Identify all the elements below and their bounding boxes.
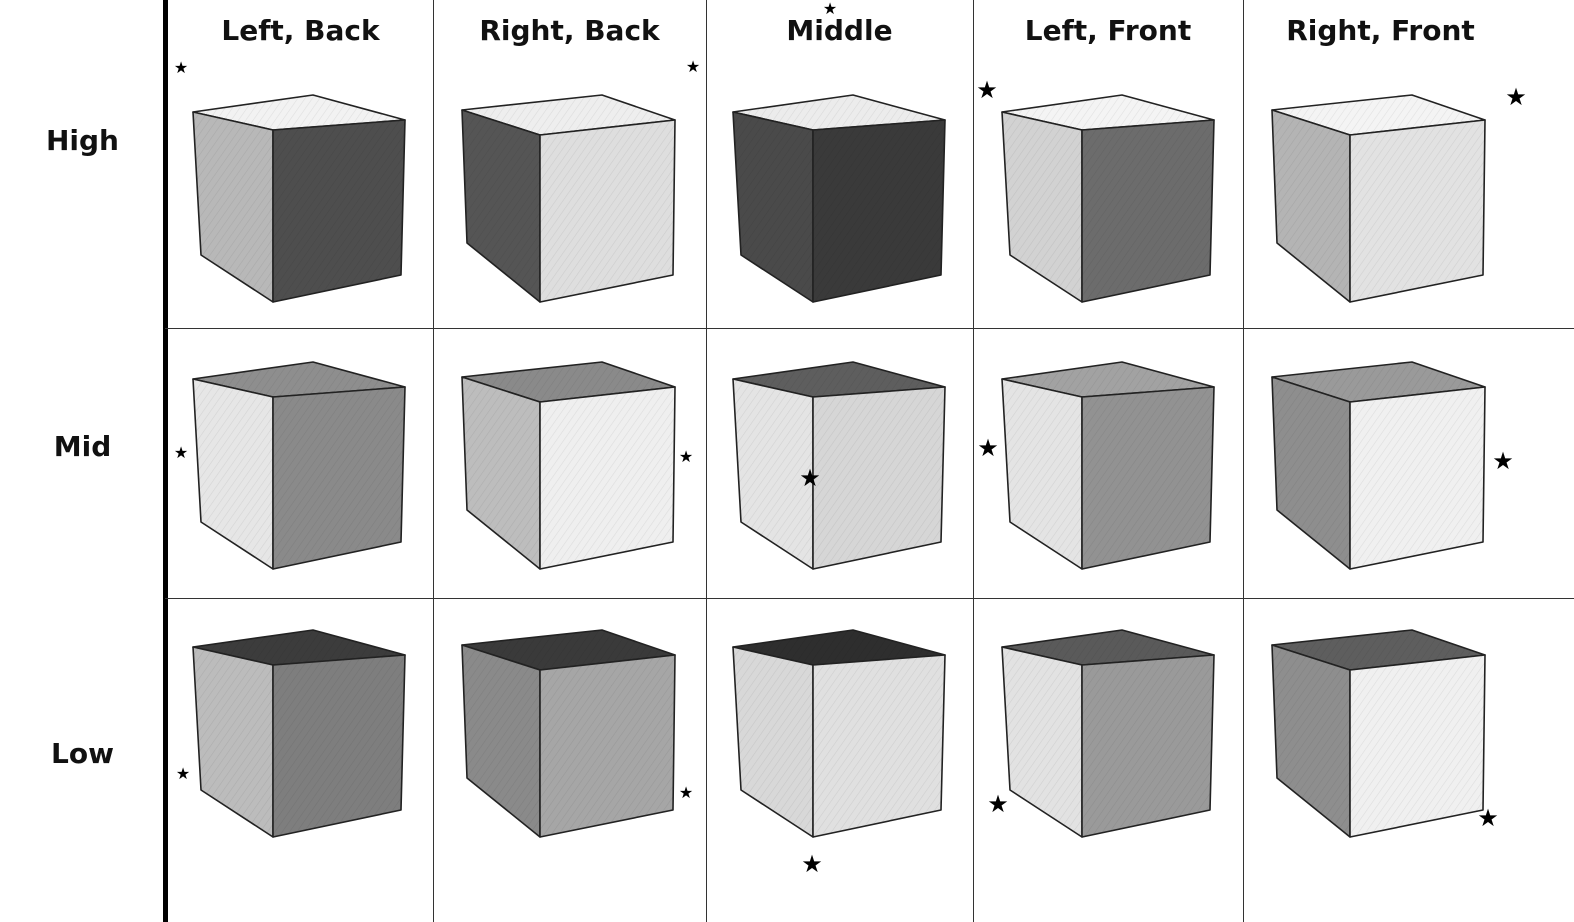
cube-face-hatching — [813, 120, 945, 302]
column-header-left-back: Left, Back — [221, 14, 380, 47]
row-header-high: High — [45, 124, 119, 157]
cube-mid-right-back — [461, 361, 676, 570]
cube-face-hatching — [1002, 647, 1082, 837]
cube-face-hatching — [1350, 120, 1485, 302]
cube-face-hatching — [1002, 95, 1214, 130]
cube-low-left-back — [192, 629, 406, 838]
cube-face-hatching — [273, 655, 405, 837]
star-icon: ★ — [686, 57, 700, 76]
star-icon: ★ — [174, 443, 188, 462]
cube-face-hatching — [193, 112, 273, 302]
cube-face-hatching — [540, 120, 675, 302]
cube-face-hatching — [273, 120, 405, 302]
cube-face-hatching — [1350, 655, 1485, 837]
column-divider — [973, 0, 974, 922]
row-divider — [165, 328, 1574, 329]
cube-low-left-front — [1001, 629, 1215, 838]
cube-face-hatching — [733, 112, 813, 302]
cube-high-right-back — [461, 94, 676, 303]
star-icon: ★ — [679, 447, 693, 466]
star-icon: ★ — [176, 764, 190, 783]
star-icon: ★ — [799, 464, 821, 492]
cube-high-middle — [732, 94, 946, 303]
cube-face-hatching — [733, 362, 945, 397]
cube-face-hatching — [462, 645, 540, 837]
cube-face-hatching — [1002, 112, 1082, 302]
row-divider — [165, 598, 1574, 599]
cube-face-hatching — [462, 110, 540, 302]
row-header-mid: Mid — [53, 430, 112, 463]
star-icon: ★ — [801, 850, 823, 878]
cube-face-hatching — [462, 362, 675, 402]
column-divider — [433, 0, 434, 922]
cube-face-hatching — [1272, 630, 1485, 670]
cube-face-hatching — [1002, 362, 1214, 397]
cube-low-right-back — [461, 629, 676, 838]
cube-face-hatching — [1350, 387, 1485, 569]
cube-mid-left-front — [1001, 361, 1215, 570]
cube-face-hatching — [1272, 377, 1350, 569]
star-icon: ★ — [823, 0, 837, 18]
cube-low-right-front — [1271, 629, 1486, 838]
star-icon: ★ — [976, 76, 998, 104]
column-divider — [706, 0, 707, 922]
cube-high-left-front — [1001, 94, 1215, 303]
cube-face-hatching — [813, 387, 945, 569]
cube-face-hatching — [1272, 110, 1350, 302]
column-header-right-back: Right, Back — [479, 14, 660, 47]
star-icon: ★ — [987, 790, 1009, 818]
cube-face-hatching — [540, 387, 675, 569]
cube-face-hatching — [1002, 630, 1214, 665]
star-icon: ★ — [1505, 83, 1527, 111]
cube-face-hatching — [813, 655, 945, 837]
cube-face-hatching — [193, 379, 273, 569]
star-icon: ★ — [679, 783, 693, 802]
cube-face-hatching — [1082, 120, 1214, 302]
cube-mid-middle — [732, 361, 946, 570]
column-divider — [1243, 0, 1244, 922]
cube-face-hatching — [733, 95, 945, 130]
cube-face-hatching — [1002, 379, 1082, 569]
cube-face-hatching — [1272, 95, 1485, 135]
cube-mid-right-front — [1271, 361, 1486, 570]
cube-low-middle — [732, 629, 946, 838]
cube-high-left-back — [192, 94, 406, 303]
cube-face-hatching — [1272, 362, 1485, 402]
cube-face-hatching — [462, 377, 540, 569]
cube-face-hatching — [1272, 645, 1350, 837]
cube-face-hatching — [193, 362, 405, 397]
star-icon: ★ — [1492, 447, 1514, 475]
cube-face-hatching — [462, 95, 675, 135]
cube-face-hatching — [733, 379, 813, 569]
column-header-left-front: Left, Front — [1024, 14, 1192, 47]
star-icon: ★ — [174, 58, 188, 77]
cube-face-hatching — [193, 647, 273, 837]
cube-face-hatching — [1082, 655, 1214, 837]
cube-face-hatching — [273, 387, 405, 569]
star-icon: ★ — [1477, 804, 1499, 832]
cube-face-hatching — [540, 655, 675, 837]
cube-face-hatching — [1082, 387, 1214, 569]
cube-mid-left-back — [192, 361, 406, 570]
cube-high-right-front — [1271, 94, 1486, 303]
cube-face-hatching — [733, 647, 813, 837]
cube-face-hatching — [462, 630, 675, 670]
cube-face-hatching — [193, 95, 405, 130]
row-header-divider — [163, 0, 168, 922]
cube-face-hatching — [733, 630, 945, 665]
row-header-low: Low — [51, 737, 114, 770]
column-header-right-front: Right, Front — [1286, 14, 1475, 47]
cube-face-hatching — [193, 630, 405, 665]
star-icon: ★ — [977, 434, 999, 462]
column-header-middle: Middle — [786, 14, 893, 47]
